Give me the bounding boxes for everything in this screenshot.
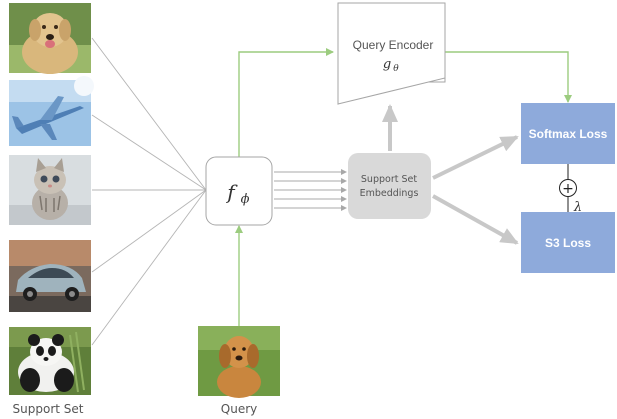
loss-combine-connector: + λ	[559, 164, 582, 215]
thick-gray-arrows	[382, 104, 519, 245]
lambda-symbol: λ	[573, 200, 582, 215]
query-encoder-to-softmax-arrow	[445, 51, 572, 103]
support-connector-lines	[91, 37, 207, 346]
query-encoder-title: Query Encoder	[353, 38, 434, 52]
query-encoder-symbol: g	[383, 57, 391, 72]
green-arrows	[235, 48, 572, 326]
support-embeddings-line2: Embeddings	[360, 188, 419, 199]
s3-loss-label: S3 Loss	[545, 236, 591, 250]
support-image-kitten	[9, 155, 91, 225]
query-encoder-subscript: θ	[393, 64, 399, 74]
softmax-loss-box: Softmax Loss	[521, 103, 615, 164]
connector-line	[91, 114, 207, 191]
connector-line	[91, 37, 207, 191]
support-image-dog	[9, 3, 91, 74]
feature-extractor-subscript: ϕ	[241, 192, 250, 207]
query-encoder-box: Query Encoder g θ	[337, 2, 446, 105]
plus-symbol: +	[562, 181, 574, 197]
connector-line	[91, 189, 207, 346]
plus-circle	[559, 179, 577, 197]
fphi-to-query-encoder-arrow	[238, 48, 334, 157]
query-label: Query	[221, 402, 257, 416]
embeddings-to-s3-arrow	[432, 194, 519, 245]
support-image-car	[9, 240, 91, 312]
embeddings-to-softmax-arrow	[432, 135, 519, 180]
support-embeddings-box: Support Set Embeddings	[348, 153, 431, 219]
softmax-loss-label: Softmax Loss	[529, 127, 608, 141]
support-image-panda	[9, 327, 91, 395]
feature-extractor-box: f ϕ	[205, 156, 273, 226]
query-image	[198, 326, 280, 398]
support-image-airplane	[9, 76, 94, 146]
embedding-arrows	[274, 169, 347, 211]
s3-loss-box: S3 Loss	[521, 212, 615, 273]
support-embeddings-line1: Support Set	[361, 174, 417, 185]
connector-line	[91, 189, 207, 273]
support-set-label: Support Set	[13, 402, 84, 416]
